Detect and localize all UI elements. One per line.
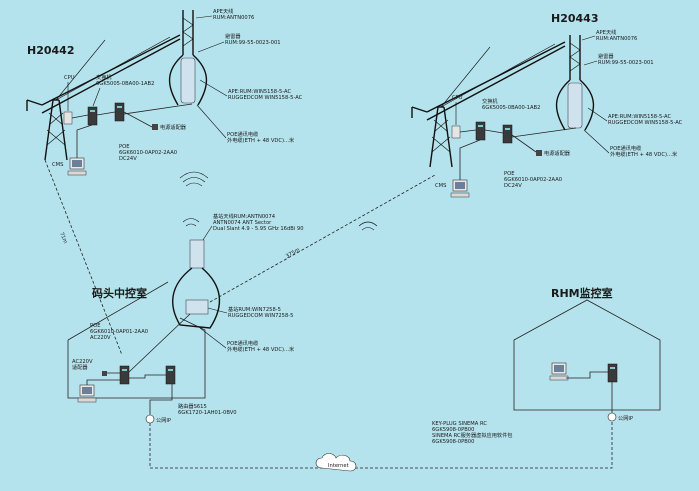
right-power-adapter-icon xyxy=(536,150,542,156)
internet-cloud-icon xyxy=(315,453,357,472)
left-switch-icon xyxy=(87,106,98,126)
left-cpu-icon xyxy=(63,111,73,125)
rhm-pc-icon xyxy=(549,362,569,381)
wireless-signal-icon xyxy=(179,171,378,231)
control-room-title: 码头中控室 xyxy=(92,286,147,300)
rhm-room-title: RHM监控室 xyxy=(551,286,613,300)
left-wireless-link xyxy=(44,159,123,356)
internet-label: Internet xyxy=(328,463,349,469)
right-poe-cable-label: POE通讯电缆外电缆(ETH + 48 VDC)...米 xyxy=(610,144,678,158)
rhm-public-ip-icon xyxy=(607,412,617,422)
ac-adapter-icon xyxy=(102,371,107,376)
right-cms-label: CMS xyxy=(435,183,446,189)
left-distance-label: 71m xyxy=(58,232,68,245)
left-ape-mast-icon xyxy=(168,9,208,106)
right-site-title: H20443 xyxy=(551,12,598,25)
control-poe-icon xyxy=(119,365,130,385)
right-wireless-link xyxy=(209,174,436,303)
base-radio-icon xyxy=(185,299,209,315)
internet-line xyxy=(149,421,613,469)
internet-link: Internet xyxy=(149,421,613,472)
left-poe-cable-label: POE通讯电缆外电缆(ETH + 48 VDC)...米 xyxy=(227,130,295,144)
right-cpu-icon xyxy=(451,125,461,139)
control-public-ip-icon xyxy=(145,414,155,424)
right-switch-icon xyxy=(475,121,486,141)
left-cms-pc-icon xyxy=(67,157,87,176)
control-poe-cable-label: POE通讯电缆外电缆(ETH + 48 VDC)...米 xyxy=(227,339,295,353)
left-poe-icon xyxy=(114,102,125,122)
right-ape-mast-icon xyxy=(555,34,595,131)
right-cpu-label: CPU xyxy=(452,95,463,101)
right-distance-label: 375m xyxy=(285,247,301,260)
wireless-links: 71m 375m xyxy=(44,159,436,356)
control-pc-icon xyxy=(77,384,97,403)
left-cpu-label: CPU xyxy=(64,75,75,81)
base-antenna-icon xyxy=(189,239,205,269)
rhm-room-outline xyxy=(513,299,661,411)
rhm-public-ip-label: 公网IP xyxy=(618,415,633,422)
router-icon xyxy=(165,365,176,385)
left-cms-label: CMS xyxy=(52,162,63,168)
left-power-adapter-label: 电源适配器 xyxy=(160,123,187,131)
rhm-server-icon xyxy=(607,363,618,383)
left-site-title: H20442 xyxy=(27,44,74,57)
right-cms-pc-icon xyxy=(450,179,470,198)
right-power-adapter-label: 电源适配器 xyxy=(544,149,571,157)
left-power-adapter-icon xyxy=(152,124,158,130)
control-public-ip-label: 公网IP xyxy=(156,417,171,424)
right-poe-icon xyxy=(502,124,513,144)
